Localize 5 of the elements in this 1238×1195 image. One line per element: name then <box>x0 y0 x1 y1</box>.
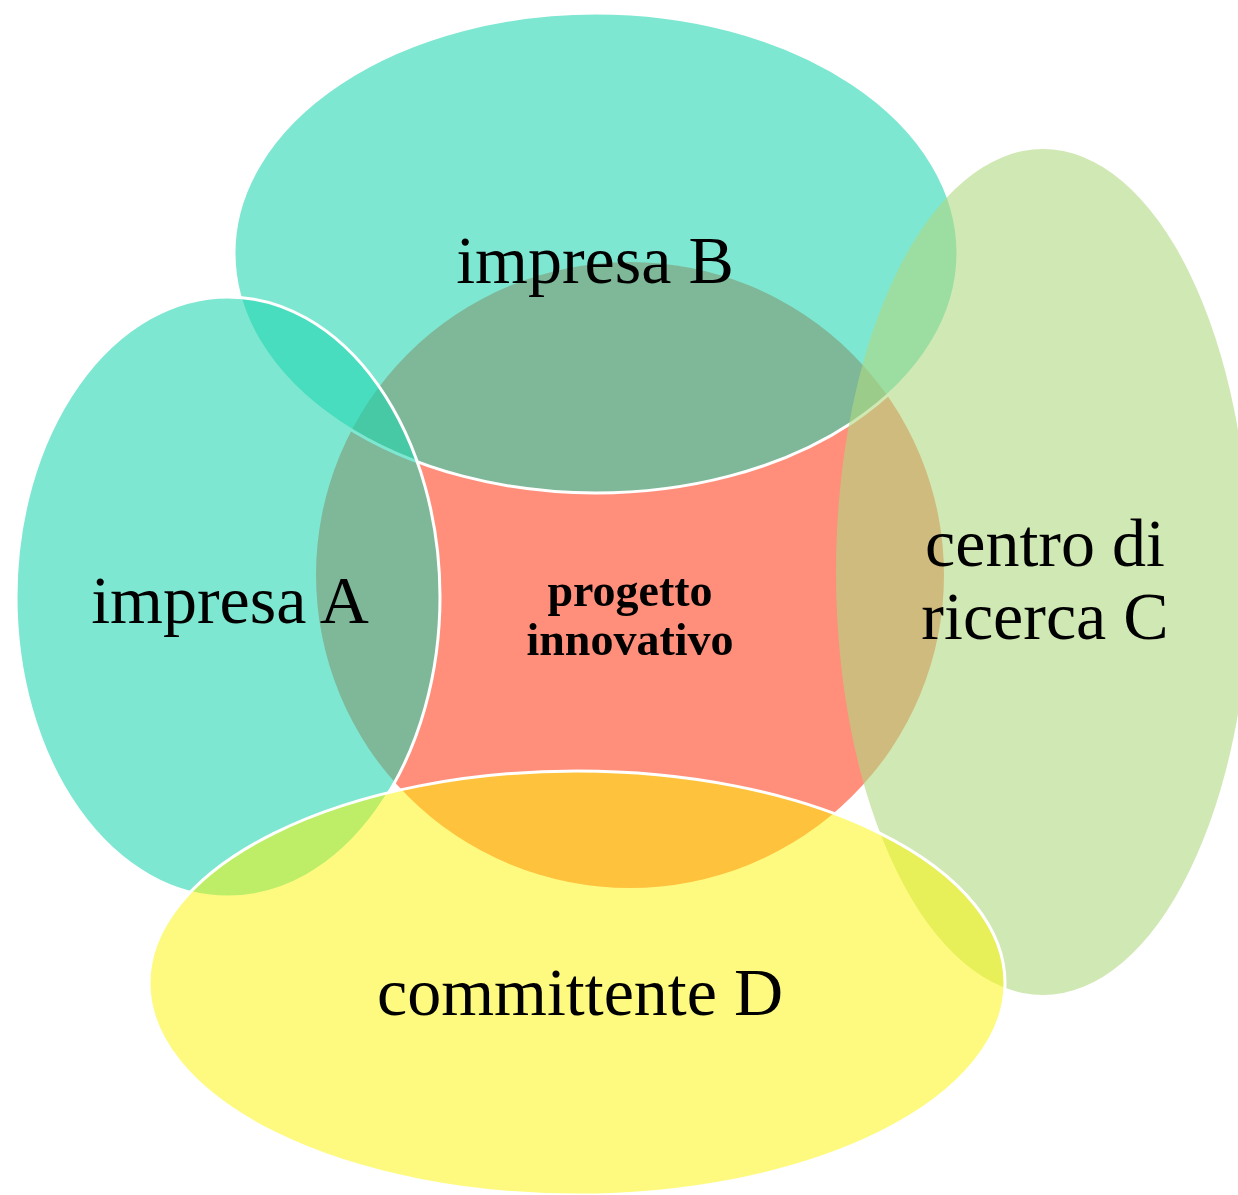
set-label: committente D <box>376 953 784 1033</box>
set-label: impresa B <box>455 220 735 300</box>
set-label: impresa A <box>90 560 370 640</box>
center-label: progetto innovativo <box>525 563 735 667</box>
set-label: centro di ricerca C <box>920 504 1170 656</box>
